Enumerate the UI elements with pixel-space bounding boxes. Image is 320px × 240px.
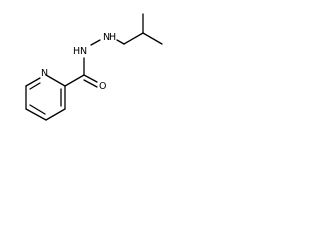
pyridine-ring (25, 74, 66, 121)
bond-ring-c3-c4 (45, 108, 66, 121)
amide-hydrogen-label: H (73, 46, 80, 57)
ring-nitrogen-label: N (41, 68, 48, 79)
bond-carbonyl-c-o (83, 74, 98, 83)
bond-ring-inner-double-2 (29, 104, 46, 115)
amide-nitrogen-label: N (80, 46, 87, 57)
structure-diagram: N O H N N H (25, 13, 163, 121)
bond-nh-to-isopropyl (116, 39, 125, 45)
bond-ring-to-carbonyl (64, 74, 85, 87)
amine-nitrogen-label: N (103, 32, 110, 43)
carbonyl-oxygen-label: O (99, 81, 106, 92)
bond-isopropyl-center-right (142, 32, 163, 45)
bond-ring-c6-n (25, 77, 41, 87)
hydrazide-chain (64, 39, 125, 88)
bond-nh-to-nh (90, 39, 101, 46)
bond-ring-inner-double-3 (29, 82, 41, 90)
bond-ring-c4-c5 (25, 108, 47, 121)
bond-ring-n-c2 (45, 74, 66, 87)
isopropyl-group (123, 13, 163, 45)
bond-isopropyl-center-left (123, 32, 144, 45)
amine-hydrogen-label: H (109, 32, 116, 43)
bond-carbonyl-c-o-double (83, 79, 98, 88)
